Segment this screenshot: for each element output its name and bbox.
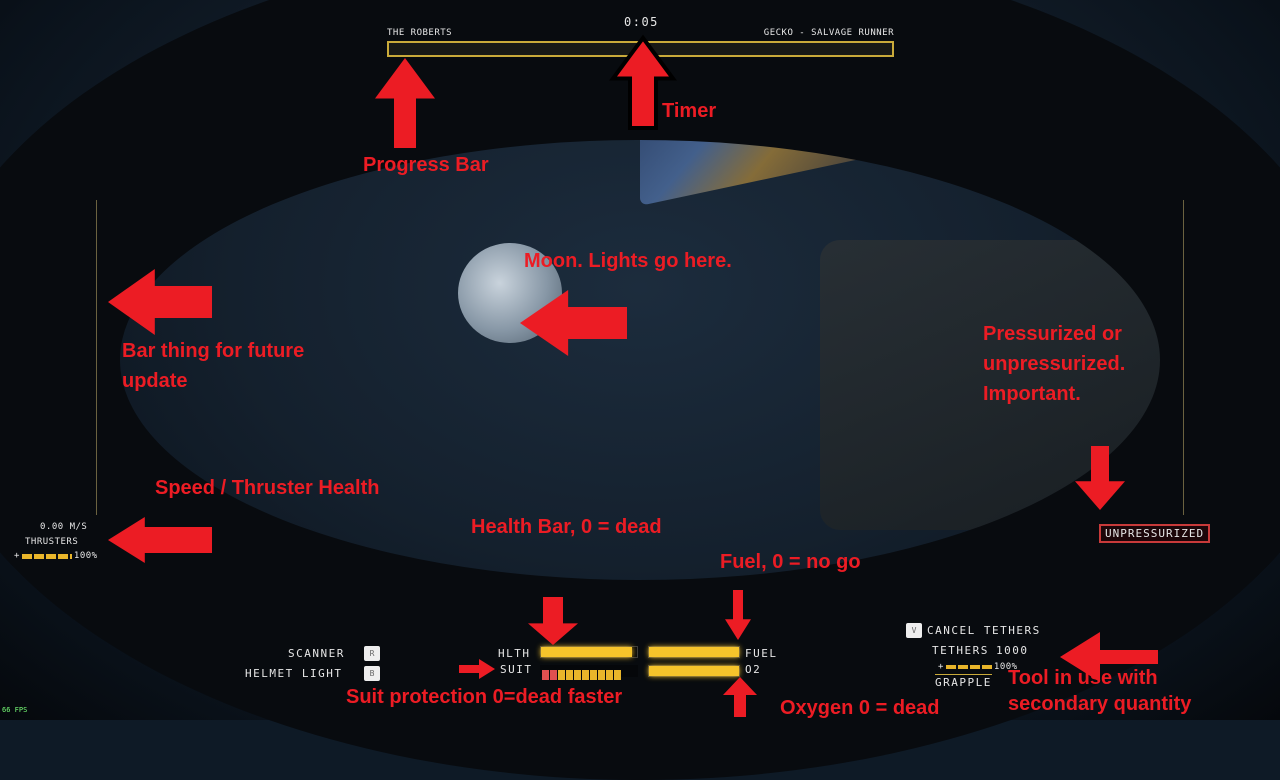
pressurized-arrow-icon bbox=[1075, 446, 1125, 510]
thrusters-plus: + bbox=[14, 551, 20, 561]
tool-bar bbox=[945, 665, 992, 669]
annotation-moon: Moon. Lights go here. bbox=[524, 250, 732, 272]
progress-right-label: GECKO - SALVAGE RUNNER bbox=[763, 28, 894, 38]
suit-segment bbox=[598, 670, 605, 680]
annotation-line: update bbox=[122, 370, 188, 392]
suit-segment bbox=[590, 670, 597, 680]
tool-name: GRAPPLE bbox=[935, 674, 992, 689]
annotation-bar-thing: Bar thing for future update bbox=[122, 336, 304, 396]
right-gauge-bar bbox=[1183, 200, 1195, 515]
suit-segment bbox=[582, 670, 589, 680]
tool-durability: + 100% bbox=[938, 662, 1018, 672]
annotation-oxygen: Oxygen 0 = dead bbox=[780, 697, 940, 719]
fuel-label: FUEL bbox=[745, 647, 778, 660]
scanner-key[interactable]: R bbox=[364, 646, 380, 661]
cancel-tethers-label[interactable]: CANCEL TETHERS bbox=[927, 624, 1041, 637]
suit-segment bbox=[614, 670, 621, 680]
suit-segment bbox=[574, 670, 581, 680]
annotation-progress-bar: Progress Bar bbox=[363, 154, 489, 176]
bar-thing-arrow-icon bbox=[108, 269, 212, 335]
timer-arrow-icon bbox=[609, 34, 677, 130]
fuel-bar bbox=[648, 646, 740, 658]
suit-bar bbox=[540, 665, 638, 680]
annotation-suit: Suit protection 0=dead faster bbox=[346, 686, 623, 708]
annotation-arrows bbox=[108, 34, 1158, 717]
health-arrow-icon bbox=[528, 597, 578, 645]
tool-arrow-icon bbox=[1060, 632, 1158, 682]
progress-bar-arrow-icon bbox=[375, 58, 435, 148]
annotation-tool: Tool in use with secondary quantity bbox=[1008, 665, 1191, 717]
fuel-arrow-icon bbox=[725, 590, 751, 640]
tethers-label: TETHERS bbox=[932, 644, 989, 657]
health-fill bbox=[541, 647, 633, 657]
oxygen-arrow-icon bbox=[723, 677, 757, 717]
scanner-label: SCANNER bbox=[288, 647, 345, 660]
cancel-tethers-key[interactable]: V bbox=[906, 623, 922, 638]
oxygen-bar bbox=[648, 665, 740, 677]
suit-segment bbox=[566, 670, 573, 680]
annotation-line: secondary quantity bbox=[1008, 693, 1192, 715]
helmet-light-label: HELMET LIGHT bbox=[245, 667, 343, 680]
suit-segment bbox=[558, 670, 565, 680]
annotation-timer: Timer bbox=[662, 100, 717, 122]
thrusters-label: THRUSTERS bbox=[25, 537, 79, 547]
tool-percent: 100% bbox=[993, 662, 1018, 672]
oxygen-label: O2 bbox=[745, 663, 762, 676]
suit-label: SUIT bbox=[500, 663, 533, 676]
health-label: HLTH bbox=[498, 647, 531, 660]
tool-plus: + bbox=[938, 662, 944, 672]
annotation-line: unpressurized. bbox=[983, 353, 1126, 375]
suit-arrow-icon bbox=[459, 659, 495, 679]
thrusters-bar bbox=[21, 553, 72, 559]
annotation-line: Pressurized or bbox=[983, 323, 1122, 345]
fuel-fill bbox=[649, 647, 739, 657]
annotation-pressurized: Pressurized or unpressurized. Important. bbox=[983, 319, 1125, 409]
left-gauge-bar bbox=[85, 200, 97, 515]
annotation-speed: Speed / Thruster Health bbox=[155, 477, 380, 499]
speed-arrow-icon bbox=[108, 517, 212, 563]
annotation-fuel: Fuel, 0 = no go bbox=[720, 551, 861, 573]
suit-segment bbox=[542, 670, 549, 680]
thrusters-percent: 100% bbox=[73, 551, 98, 561]
moon-arrow-icon bbox=[520, 290, 627, 356]
speed-readout: 0.00 M/S bbox=[40, 522, 88, 532]
helmet-light-key[interactable]: B bbox=[364, 666, 380, 681]
fps-counter: 66 FPS bbox=[2, 706, 28, 714]
oxygen-fill bbox=[649, 666, 739, 676]
health-bar bbox=[540, 646, 638, 658]
annotation-line: Bar thing for future bbox=[122, 340, 305, 362]
annotation-line: Important. bbox=[983, 383, 1081, 405]
annotation-line: Tool in use with bbox=[1008, 667, 1158, 689]
suit-segment bbox=[550, 670, 557, 680]
suit-segment bbox=[606, 670, 613, 680]
annotation-health: Health Bar, 0 = dead bbox=[471, 516, 662, 538]
progress-left-label: THE ROBERTS bbox=[387, 28, 453, 38]
timer: 0:05 bbox=[624, 15, 659, 29]
tethers-count: 1000 bbox=[996, 644, 1029, 657]
pressure-status: UNPRESSURIZED bbox=[1099, 524, 1211, 543]
thrusters-health: + 100% bbox=[14, 551, 98, 561]
